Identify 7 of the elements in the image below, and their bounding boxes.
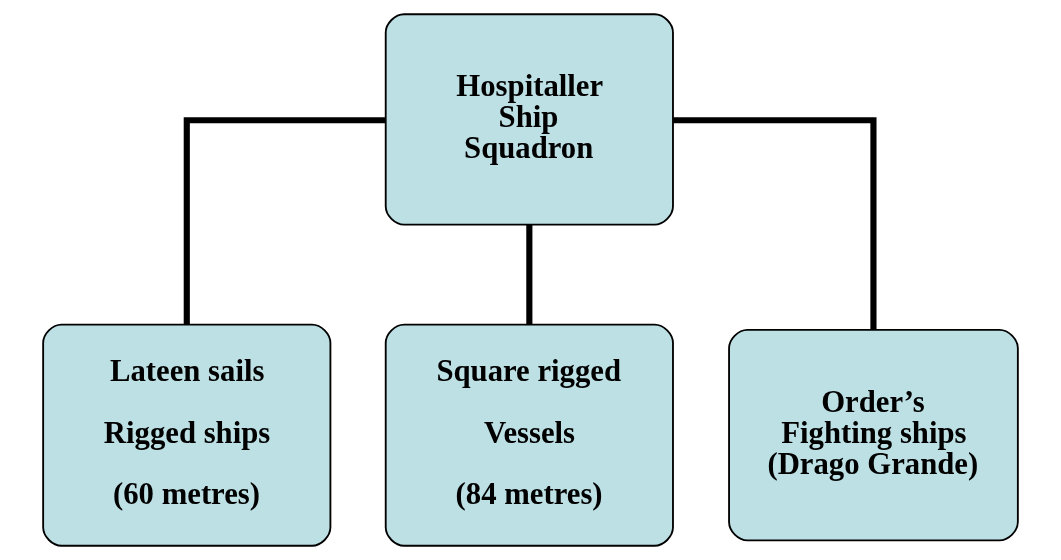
node-box: Order’s Fighting ships (Drago Grande) (728, 329, 1019, 542)
node-box: Lateen sails Rigged ships (60 metres) (42, 323, 332, 547)
node-box: Hospitaller Ship Squadron (384, 13, 674, 226)
connector (526, 225, 533, 325)
node-box: Square rigged Vessels (84 metres) (384, 323, 674, 547)
connector (183, 117, 386, 325)
connector (673, 117, 877, 330)
